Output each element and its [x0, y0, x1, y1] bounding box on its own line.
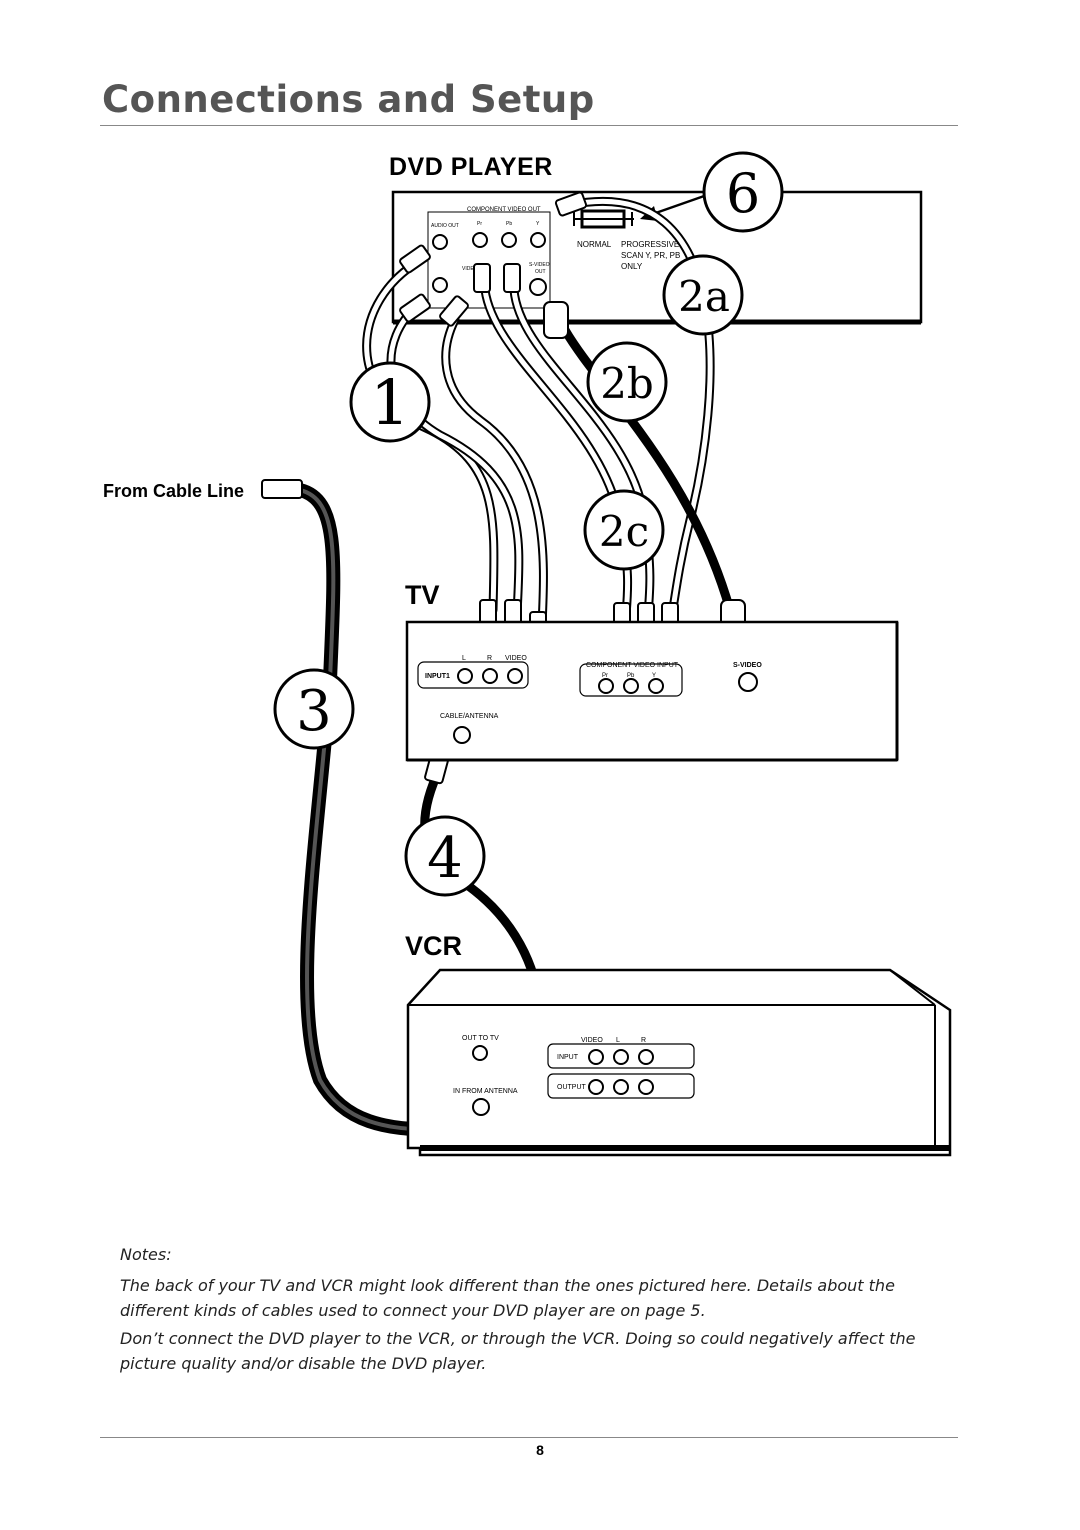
vcr-video-label: VIDEO	[581, 1037, 603, 1044]
cables	[293, 197, 735, 1137]
tv-pr-label: Pr	[602, 673, 608, 679]
step-number: 2a	[678, 272, 730, 321]
step-number: 2c	[599, 507, 649, 556]
tv-component-video-input-label: COMPONENT VIDEO INPUT	[586, 662, 679, 669]
dvd-y-label: Y	[536, 221, 540, 227]
step-number: 2b	[600, 359, 654, 408]
step-badge-6: 6	[702, 151, 784, 233]
title-divider	[100, 125, 958, 126]
notes-section: Notes: The back of your TV and VCR might…	[120, 1242, 920, 1379]
normal-label: NORMAL	[577, 240, 612, 249]
vcr-out-to-tv-label: OUT TO TV	[462, 1035, 499, 1042]
page-number: 8	[536, 1442, 544, 1458]
dvd-jacks	[432, 232, 547, 296]
step-badge-1: 1	[349, 361, 431, 443]
dvd-pb-label: Pb	[506, 221, 512, 227]
tv-pb-label: Pb	[627, 673, 635, 679]
dvd-audio-out-label: AUDIO OUT	[431, 223, 459, 229]
vcr-l-label: L	[616, 1037, 620, 1044]
notes-heading: Notes:	[120, 1245, 172, 1264]
step-badge-3: 3	[273, 668, 355, 750]
tv-jacks	[453, 668, 758, 744]
dvd-out-label: OUT	[535, 269, 546, 275]
progressive-label-2: SCAN Y, PR, PB	[621, 251, 680, 260]
vcr-body	[406, 968, 952, 1157]
tv-s-video-label: S-VIDEO	[733, 662, 762, 669]
vcr-jacks	[472, 1045, 654, 1116]
dvd-component-video-out-label: COMPONENT VIDEO OUT	[467, 207, 541, 213]
vcr-label: VCR	[405, 931, 462, 961]
from-cable-line-label: From Cable Line	[103, 481, 244, 501]
footer-divider	[100, 1437, 958, 1438]
progressive-scan-switch[interactable]	[573, 209, 634, 229]
connection-diagram: DVD PLAYER COMPONENT VIDEO OUT AUDIO OUT…	[103, 151, 952, 1157]
step-number: 3	[296, 679, 332, 744]
step-number: 4	[427, 826, 463, 891]
step-badge-4: 4	[404, 815, 486, 897]
vcr-output-label: OUTPUT	[557, 1084, 587, 1091]
vcr-in-from-antenna-label: IN FROM ANTENNA	[453, 1088, 518, 1095]
tv-y-label: Y	[652, 673, 656, 679]
step-badge-2c: 2c	[583, 489, 665, 571]
tv-cable-antenna-label: CABLE/ANTENNA	[440, 713, 499, 720]
tv-input1-label: INPUT1	[425, 673, 450, 680]
tv-label: TV	[405, 580, 440, 610]
vcr-r-label: R	[641, 1037, 646, 1044]
step-badge-2a: 2a	[662, 254, 744, 336]
step-number: 6	[726, 162, 760, 225]
note-1: The back of your TV and VCR might look d…	[120, 1276, 895, 1320]
step-badge-2b: 2b	[586, 341, 668, 423]
dvd-player-label: DVD PLAYER	[389, 153, 553, 181]
dvd-video-label: VIDEO	[462, 266, 478, 272]
progressive-label-3: ONLY	[621, 262, 643, 271]
dvd-pr-label: Pr	[477, 221, 482, 227]
tv-r-label: R	[487, 655, 492, 662]
tv-video-label: VIDEO	[505, 655, 527, 662]
tv-l-label: L	[462, 655, 466, 662]
page-title: Connections and Setup	[102, 78, 595, 121]
vcr-input-label: INPUT	[557, 1054, 579, 1061]
note-2: Don’t connect the DVD player to the VCR,…	[120, 1329, 916, 1373]
progressive-label-1: PROGRESSIVE	[621, 240, 679, 249]
cable-plugs	[261, 191, 746, 1139]
step-number: 1	[370, 366, 409, 439]
dvd-s-video-label: S-VIDEO	[529, 262, 550, 268]
